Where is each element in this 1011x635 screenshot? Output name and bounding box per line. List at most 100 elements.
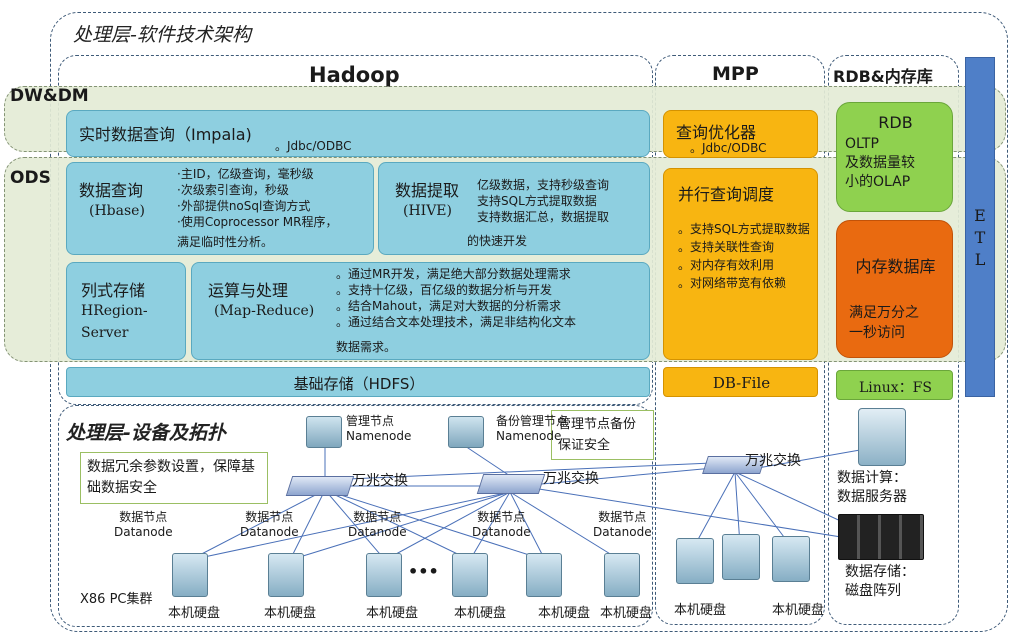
etl-letter-l: L: [974, 250, 986, 269]
etl-bar: [965, 57, 995, 397]
parallel-title: 并行查询调度: [678, 185, 775, 204]
hdfs-label: 基础存储（HDFS）: [293, 375, 425, 393]
hive-points: 亿级数据，支持秒级查询 支持SQL方式提取数据 支持数据汇总，数据提取: [477, 177, 649, 225]
switch-label: 万兆交换: [543, 471, 599, 487]
mapreduce-title: 运算与处理: [208, 281, 289, 300]
etl-letter-t: T: [974, 228, 986, 247]
disk-label: 本机硬盘: [600, 606, 653, 621]
parallel-point: 。支持SQL方式提取数据: [678, 222, 810, 236]
note-data-redundancy: 数据冗余参数设置，保障基础数据安全: [80, 452, 268, 504]
disk-label: 本机硬盘: [264, 606, 317, 621]
disk-label: 本机硬盘: [772, 603, 825, 618]
hive-tail: 的快速开发: [467, 234, 528, 248]
rdb-line: OLTP: [845, 136, 879, 152]
mapreduce-point: 。通过结合文本处理技术，满足非结构化文本: [336, 315, 577, 329]
server-icon: [604, 553, 640, 597]
parallel-points: 。支持SQL方式提取数据 。支持关联性查询 。对内存有效利用 。对网络带宽有依赖: [678, 221, 810, 291]
hive-point: 亿级数据，支持秒级查询: [477, 178, 610, 192]
linux-fs-label: Linux：FS: [858, 380, 932, 396]
rdb-box: RDB OLTP 及数据量较 小的OLAP: [836, 102, 953, 212]
mapreduce-points: 。通过MR开发，满足绝大部分数据处理需求 。支持十亿级，百亿级的数据分析与开发 …: [336, 266, 648, 330]
mapreduce-tail: 数据需求。: [336, 340, 397, 354]
server-icon: [772, 536, 810, 582]
hive-title: 数据提取: [395, 181, 460, 200]
hadoop-heading: Hadoop: [309, 63, 400, 87]
disk-label: 本机硬盘: [366, 606, 419, 621]
datanode-label: 数据节点 Datanode: [240, 510, 299, 539]
backup-node-label: 备份管理节点 Namenode: [496, 414, 569, 443]
ods-label: ODS: [10, 168, 51, 188]
hbase-point: 外部提供noSql查询方式: [177, 198, 372, 214]
impala-box: 实时数据查询（Impala) 。Jdbc/ODBC: [66, 110, 650, 157]
hbase-box: 数据查询 (Hbase) 主ID，亿级查询，毫秒级 次级索引查询，秒级 外部提供…: [66, 162, 374, 255]
hbase-sub: (Hbase): [89, 203, 145, 219]
columnar-sub1: HRegion-: [81, 303, 148, 319]
hbase-point: 次级索引查询，秒级: [177, 182, 372, 198]
etl-label: E T L: [965, 205, 995, 271]
columnar-sub2: Server: [81, 325, 129, 341]
mgmt-node-label: 管理节点 Namenode: [346, 414, 412, 443]
datanode-label: 数据节点 Datanode: [593, 510, 652, 539]
rdb-line: 及数据量较: [845, 155, 915, 171]
datanode-label: 数据节点 Datanode: [472, 510, 531, 539]
switch-icon: [476, 474, 546, 494]
server-icon: [722, 534, 760, 580]
rdb-title: RDB: [878, 113, 913, 132]
server-icon: [526, 553, 562, 597]
datanode-label: 数据节点 Datanode: [348, 510, 407, 539]
server-icon: [366, 553, 402, 597]
dbfile-box: DB-File: [663, 367, 818, 397]
rdb-line: 小的OLAP: [845, 174, 911, 190]
compute-label: 数据计算： 数据服务器: [837, 470, 907, 505]
optimizer-title: 查询优化器: [676, 123, 757, 142]
hive-point: 支持SQL方式提取数据: [477, 194, 597, 208]
columnar-storage-box: 列式存储 HRegion- Server: [66, 262, 186, 360]
hive-box: 数据提取 (HIVE) 亿级数据，支持秒级查询 支持SQL方式提取数据 支持数据…: [378, 162, 650, 255]
software-architecture-title: 处理层-软件技术架构: [73, 24, 251, 46]
memory-db-box: 内存数据库 满足万分之 一秒访问: [836, 220, 953, 358]
server-icon: [268, 553, 304, 597]
note-backup: 管理节点备份保证安全: [551, 410, 654, 460]
parallel-query-box: 并行查询调度 。支持SQL方式提取数据 。支持关联性查询 。对内存有效利用 。对…: [663, 168, 818, 360]
query-optimizer-box: 查询优化器 。Jdbc/ODBC: [663, 110, 818, 158]
disk-label: 本机硬盘: [168, 606, 221, 621]
disk-label: 本机硬盘: [674, 603, 727, 618]
rdb-heading: RDB&内存库: [833, 67, 933, 86]
cluster-label: X86 PC集群: [80, 592, 153, 607]
columnar-title: 列式存储: [81, 281, 146, 300]
disk-array-icon: [838, 514, 924, 560]
rdb-lines: OLTP 及数据量较 小的OLAP: [845, 135, 915, 192]
memory-db-lines: 满足万分之 一秒访问: [849, 303, 919, 343]
server-icon: [448, 416, 484, 448]
parallel-point: 。对网络带宽有依赖: [678, 276, 787, 290]
disk-label: 本机硬盘: [454, 606, 507, 621]
switch-label: 万兆交换: [745, 453, 801, 469]
dbfile-label: DB-File: [712, 374, 771, 392]
mpp-heading: MPP: [712, 63, 759, 85]
mapreduce-point: 。支持十亿级，百亿级的数据分析与开发: [336, 283, 553, 297]
hbase-tail: 满足临时性分析。: [177, 235, 274, 249]
memory-db-line: 满足万分之: [849, 305, 919, 321]
switch-label: 万兆交换: [352, 473, 408, 489]
server-icon: [858, 408, 906, 466]
hbase-title: 数据查询: [79, 181, 144, 200]
linux-fs-box: Linux：FS: [836, 370, 953, 400]
server-icon: [452, 553, 488, 597]
hbase-points: 主ID，亿级查询，毫秒级 次级索引查询，秒级 外部提供noSql查询方式 使用C…: [177, 166, 372, 230]
dwdm-label: DW&DM: [10, 86, 89, 106]
hdfs-box: 基础存储（HDFS）: [66, 367, 650, 397]
mapreduce-point: 。结合Mahout，满足对大数据的分析需求: [336, 299, 561, 313]
hbase-point: 使用Coprocessor MR程序，: [177, 214, 372, 230]
mapreduce-point: 。通过MR开发，满足绝大部分数据处理需求: [336, 267, 571, 281]
device-topology-title: 处理层-设备及拓扑: [66, 422, 226, 444]
note-data-redundancy-text: 数据冗余参数设置，保障基础数据安全: [87, 459, 255, 496]
ellipsis: •••: [408, 562, 439, 581]
switch-icon: [285, 476, 355, 496]
parallel-point: 。支持关联性查询: [678, 240, 775, 254]
mapreduce-box: 运算与处理 (Map-Reduce) 。通过MR开发，满足绝大部分数据处理需求 …: [191, 262, 650, 360]
device-frame: [58, 405, 653, 627]
server-icon: [172, 553, 208, 597]
etl-letter-e: E: [974, 206, 986, 225]
mapreduce-sub: (Map-Reduce): [214, 303, 315, 319]
